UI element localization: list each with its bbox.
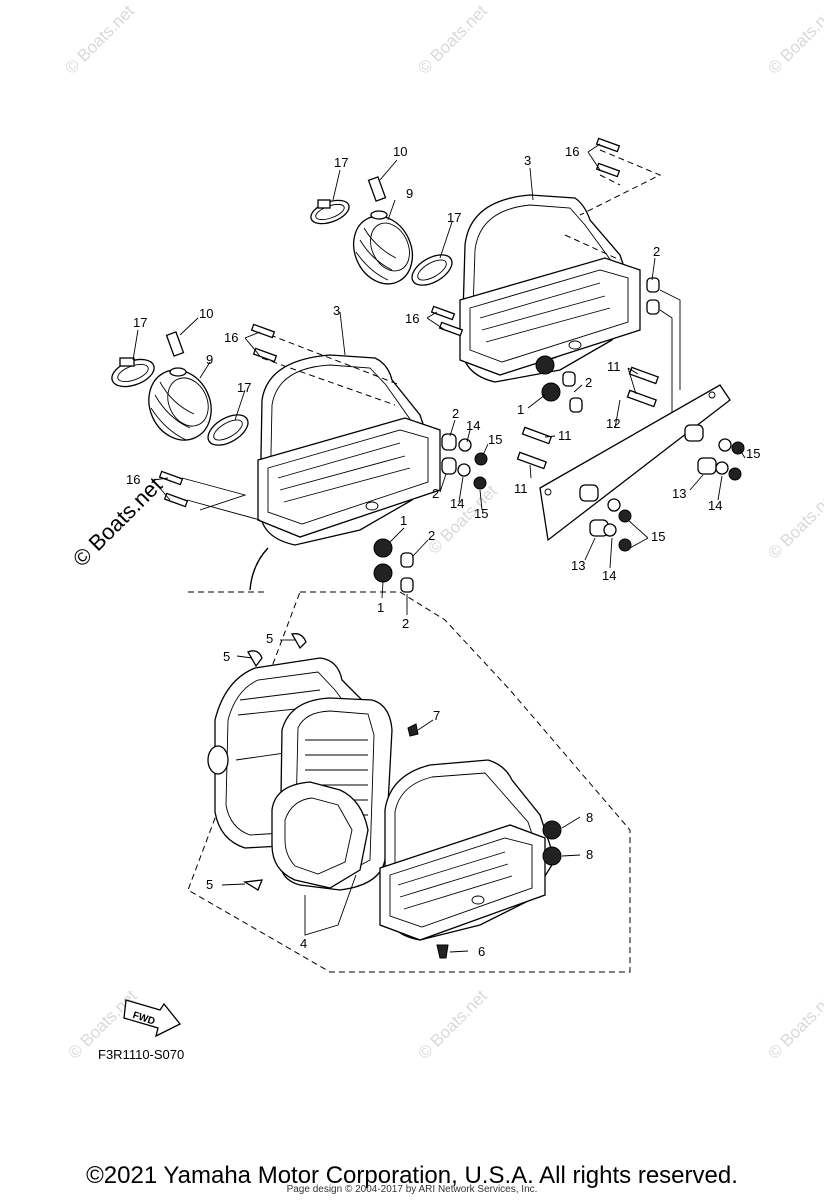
callout-label: 6	[478, 944, 485, 959]
upper-left-assembly	[111, 323, 488, 593]
callout-label: 5	[223, 649, 230, 664]
watermark: © Boats.net	[764, 986, 824, 1063]
callout-label: 10	[393, 144, 407, 159]
callout-label: 5	[206, 877, 213, 892]
callout-label: 16	[565, 144, 579, 159]
callout-label: 15	[651, 529, 665, 544]
watermark: © Boats.net	[414, 986, 491, 1063]
fwd-arrow-icon: FWD	[123, 999, 182, 1038]
callout-labels: 17 10 9 3 16 17 2 16 11 2 1 17 10 16 3 9…	[126, 144, 760, 959]
callout-label: 7	[433, 708, 440, 723]
callout-label: 3	[333, 303, 340, 318]
exploded-view	[187, 591, 631, 973]
page-design-credit: Page design © 2004-2017 by ARI Network S…	[286, 1184, 538, 1195]
mounting-plate	[516, 384, 745, 552]
callout-label: 8	[586, 847, 593, 862]
callout-label: 1	[400, 513, 407, 528]
callout-label: 16	[224, 330, 238, 345]
callout-label: 1	[517, 402, 524, 417]
callout-label: 2	[432, 486, 439, 501]
main-watermark: © Boats.net	[68, 472, 167, 571]
callout-label: 12	[606, 416, 620, 431]
callout-label: 15	[474, 506, 488, 521]
callout-label: 14	[602, 568, 616, 583]
callout-label: 2	[653, 244, 660, 259]
copyright-notice: ©2021 Yamaha Motor Corporation, U.S.A. A…	[86, 1162, 738, 1189]
callout-label: 15	[488, 432, 502, 447]
callout-label: 16	[405, 311, 419, 326]
watermark: © Boats.net	[414, 1, 491, 78]
diagram-code: F3R1110-S070	[98, 1047, 184, 1062]
callout-label: 15	[746, 446, 760, 461]
callout-label: 3	[524, 153, 531, 168]
callout-label: 13	[571, 558, 585, 573]
callout-label: 10	[199, 306, 213, 321]
callout-label: 17	[447, 210, 461, 225]
callout-label: 8	[586, 810, 593, 825]
callout-label: 11	[607, 359, 621, 374]
callout-label: 2	[402, 616, 409, 631]
watermark: © Boats.net	[764, 486, 824, 563]
callout-label: 16	[126, 472, 140, 487]
callout-label: 4	[300, 936, 307, 951]
callout-label: 2	[585, 375, 592, 390]
callout-label: 14	[450, 496, 464, 511]
callout-label: 14	[466, 418, 480, 433]
watermark: © Boats.net	[61, 1, 138, 78]
callout-label: 5	[266, 631, 273, 646]
callout-label: 17	[334, 155, 348, 170]
callout-label: 9	[406, 186, 413, 201]
callout-label: 17	[237, 380, 251, 395]
callout-label: 14	[708, 498, 722, 513]
leader-lines	[132, 143, 746, 953]
callout-label: 9	[206, 352, 213, 367]
callout-label: 1	[377, 600, 384, 615]
callout-label: 17	[133, 315, 147, 330]
callout-label: 11	[558, 428, 572, 443]
watermark: © Boats.net	[764, 1, 824, 78]
upper-right-assembly	[310, 137, 681, 420]
callout-label: 13	[672, 486, 686, 501]
callout-label: 11	[514, 481, 528, 496]
callout-label: 2	[452, 406, 459, 421]
callout-label: 2	[428, 528, 435, 543]
